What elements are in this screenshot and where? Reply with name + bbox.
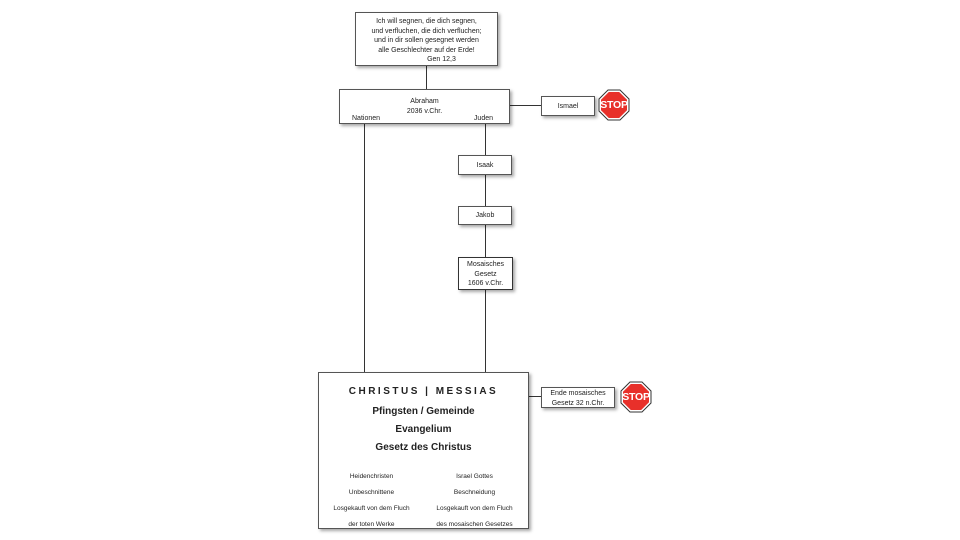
stop-sign-ismael: STOP (598, 89, 630, 121)
ismael-label: Ismael (557, 103, 579, 110)
mosaic-date: 1606 v.Chr. (467, 280, 504, 287)
left-column: Heidenchristen Unbeschnittene Losgekauft… (319, 469, 424, 533)
connector-nationen-christus (364, 124, 365, 372)
right-column-item: des mosaischen Gesetzes (436, 521, 513, 528)
nationen-label: Nationen (352, 115, 381, 122)
isaak-box: Isaak (458, 155, 512, 175)
promise-reference: Gen 12,3 (427, 56, 456, 63)
genesis-promise-box: Ich will segnen, die dich segnen, und ve… (355, 12, 498, 66)
christus-messias-box: CHRISTUS | MESSIAS Pfingsten / Gemeinde … (318, 372, 529, 529)
right-column: Israel Gottes Beschneidung Losgekauft vo… (422, 469, 527, 533)
promise-line: und verfluchen, die dich verfluchen; (371, 27, 482, 35)
promise-line: und in dir sollen gesegnet werden (374, 37, 479, 44)
left-column-item: Losgekauft von dem Fluch (333, 505, 410, 512)
connector-abraham-ismael (509, 105, 541, 106)
left-column-item: Heidenchristen (349, 473, 394, 480)
ismael-box: Ismael (541, 96, 595, 116)
christus-title: CHRISTUS | MESSIAS (348, 386, 499, 397)
connector-juden-isaak (485, 124, 486, 155)
promise-line: Ich will segnen, die dich segnen, (376, 18, 477, 25)
stop-label: STOP (600, 99, 628, 111)
connector-mosaic-christus (485, 290, 486, 372)
ende-line: Ende mosaisches (550, 390, 606, 397)
right-column-item: Losgekauft von dem Fluch (436, 505, 513, 512)
connector-christus-ende (529, 396, 541, 397)
ende-line: Gesetz 32 n.Chr. (551, 399, 605, 407)
stop-label: STOP (622, 391, 650, 403)
mosaic-law-box: Mosaisches Gesetz 1606 v.Chr. (458, 257, 513, 290)
juden-label: Juden (473, 115, 493, 122)
jakob-box: Jakob (458, 206, 512, 225)
connector-jakob-mosaic (485, 225, 486, 257)
ende-mosaic-law-box: Ende mosaisches Gesetz 32 n.Chr. (541, 387, 615, 408)
abraham-box: Abraham 2036 v.Chr. Nationen Juden (339, 89, 510, 124)
abraham-name: Abraham (410, 98, 439, 105)
gesetz-christus-line: Gesetz des Christus (375, 442, 472, 453)
connector-promise-abraham (426, 66, 427, 89)
stop-octagon-icon (620, 381, 652, 413)
abraham-date: 2036 v.Chr. (406, 107, 443, 115)
stop-sign-mosaic-law: STOP (620, 381, 652, 413)
left-column-item: der toten Werke (348, 521, 395, 528)
pfingsten-line: Pfingsten / Gemeinde (372, 406, 475, 417)
isaak-label: Isaak (476, 162, 494, 169)
left-column-item: Unbeschnittene (348, 489, 395, 496)
right-column-item: Beschneidung (453, 489, 496, 496)
mosaic-line: Gesetz (474, 270, 497, 278)
promise-line: alle Geschlechter auf der Erde! (378, 46, 475, 54)
jakob-label: Jakob (475, 212, 495, 219)
mosaic-line: Mosaisches (467, 261, 504, 268)
right-column-item: Israel Gottes (456, 473, 493, 480)
connector-isaak-jakob (485, 175, 486, 206)
stop-octagon-icon (598, 89, 630, 121)
evangelium-line: Evangelium (395, 424, 452, 435)
